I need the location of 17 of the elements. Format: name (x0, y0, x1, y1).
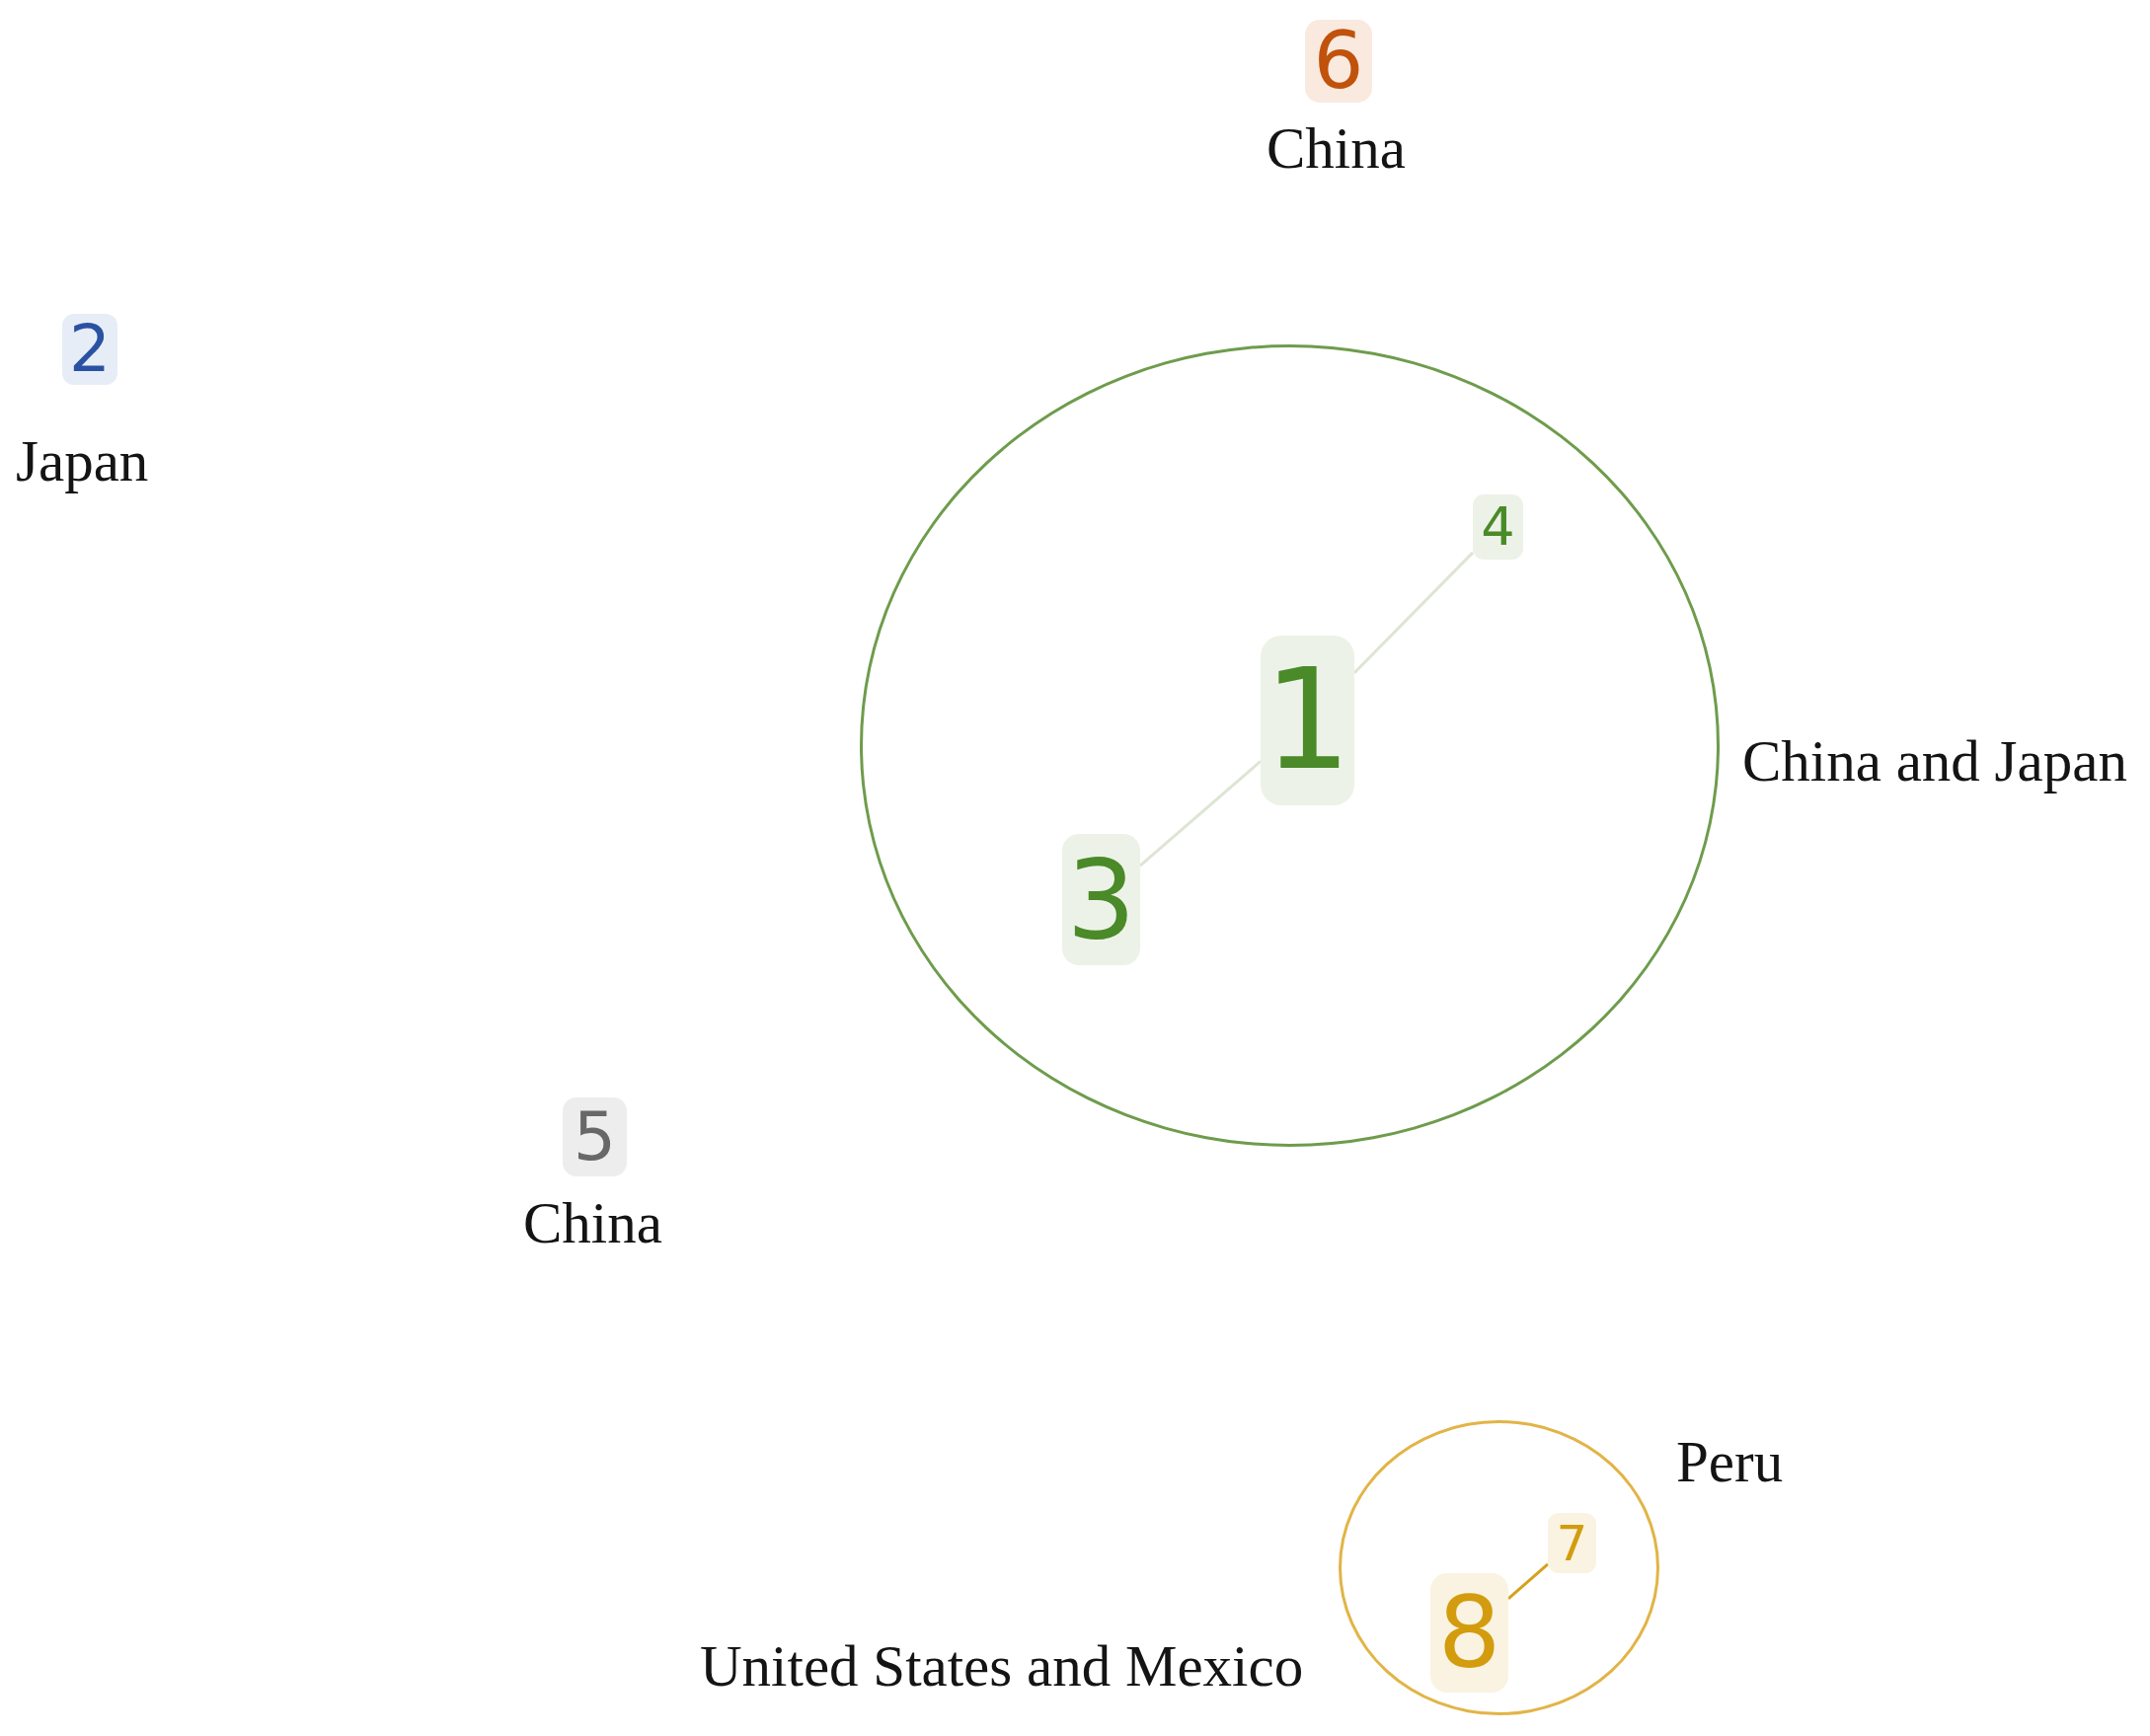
connector-line (1352, 551, 1475, 674)
number-tag: 5 (563, 1097, 627, 1176)
number-tag: 1 (1261, 636, 1354, 805)
cluster-ellipse (1339, 1420, 1659, 1715)
number-tag: 8 (1430, 1573, 1508, 1693)
number-tag: 3 (1062, 834, 1140, 965)
number-tag: 6 (1305, 20, 1372, 103)
country-label: Peru (1676, 1433, 1784, 1491)
number-tag: 7 (1548, 1513, 1596, 1573)
country-label: China (523, 1194, 662, 1252)
connector-line (1507, 1562, 1549, 1601)
number-tag: 2 (62, 314, 117, 385)
country-label: United States and Mexico (700, 1637, 1304, 1696)
cluster-ellipse (860, 344, 1720, 1147)
country-label: China (1267, 119, 1406, 178)
connector-line (1139, 760, 1262, 868)
number-tag: 4 (1473, 494, 1523, 560)
